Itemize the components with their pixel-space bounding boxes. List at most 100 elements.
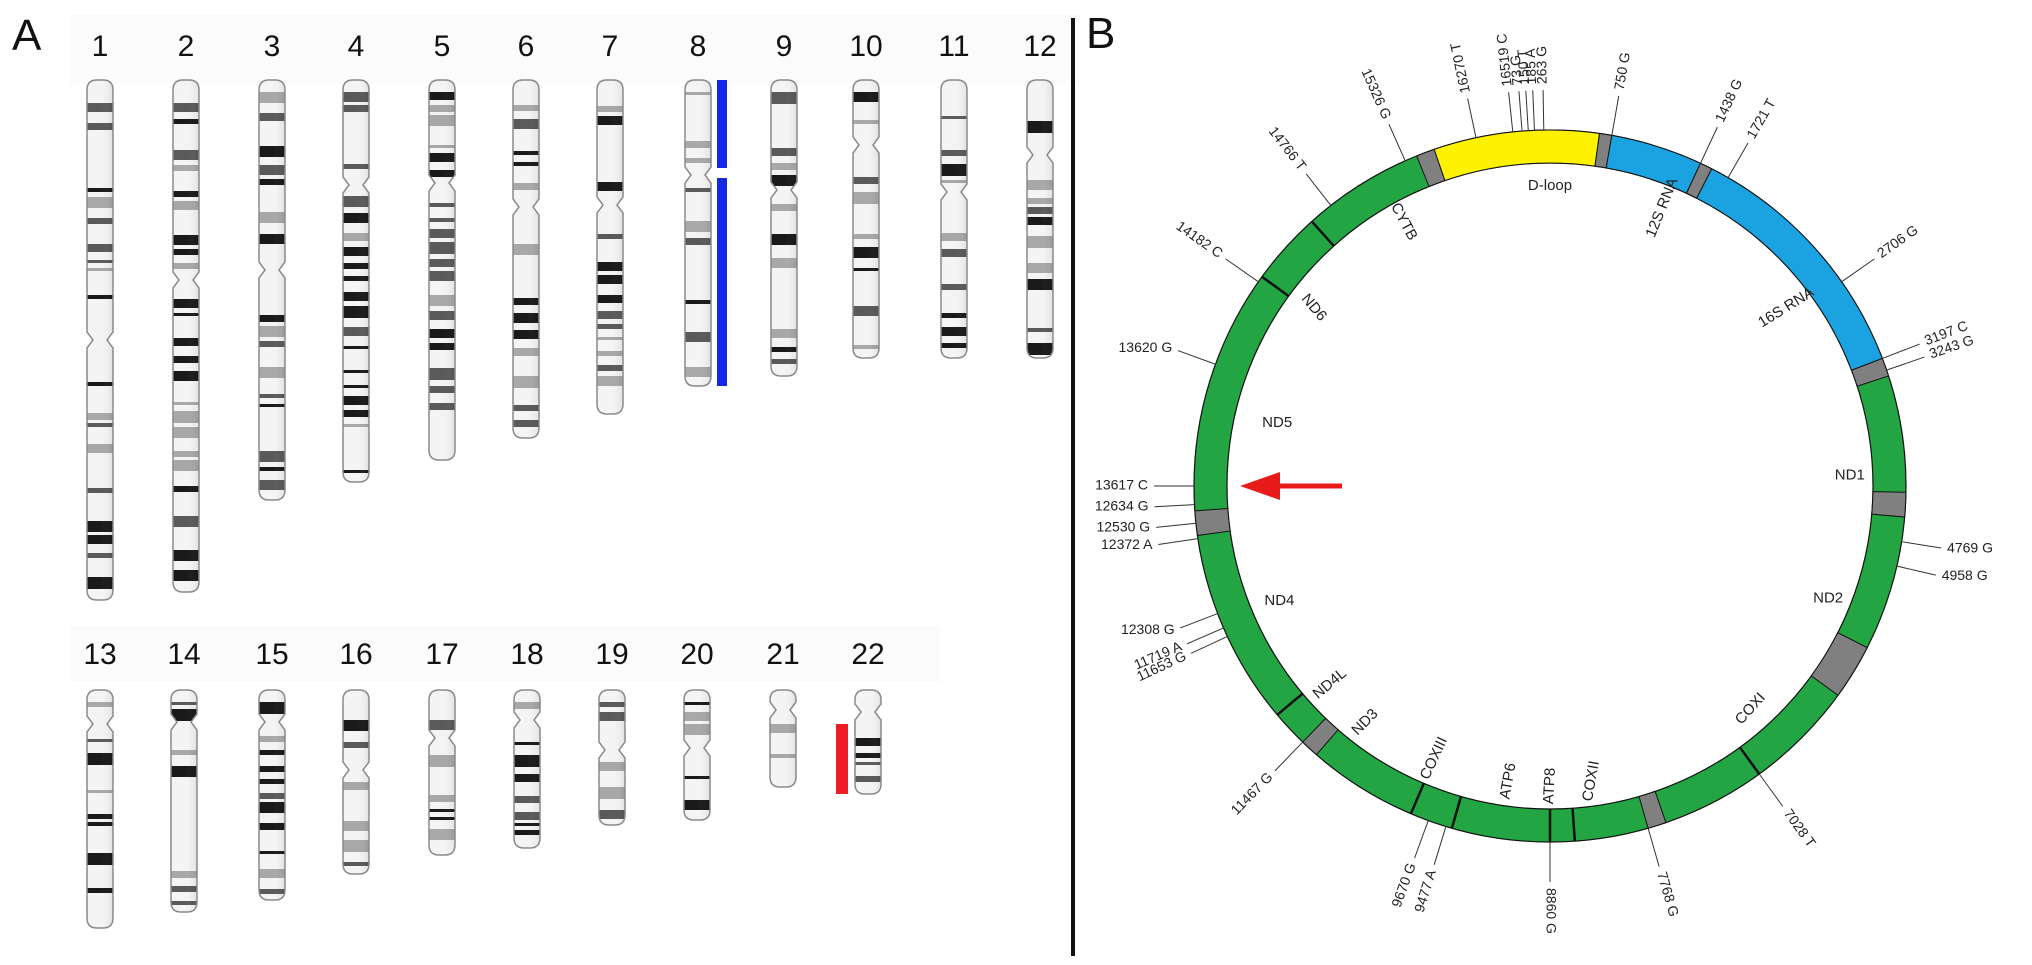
variant-leader (1433, 826, 1447, 865)
mito-segment-label: COXI (1732, 689, 1769, 728)
chromosome-number: 10 (849, 30, 882, 63)
chromosome-6: 6 (512, 30, 540, 439)
chromosome-number: 2 (178, 30, 195, 63)
variant-label: 12308 G (1121, 621, 1175, 637)
chromosome-5: 5 (428, 30, 456, 461)
mito-segment-label: ND1 (1835, 466, 1865, 483)
red-arrow-icon (1240, 472, 1342, 500)
trna-gap (1594, 132, 1613, 169)
chromosome-1: 1 (86, 30, 114, 601)
chromosome-15: 15 (255, 638, 289, 901)
mito-segment-12s-rna (1605, 134, 1702, 194)
variant-leader (1186, 627, 1224, 645)
variant-leader (1156, 522, 1197, 528)
chromosome-number: 5 (434, 30, 451, 63)
chromosome-number: 14 (167, 638, 200, 671)
variant-label: 8860 G (1543, 888, 1559, 934)
chromosome-number: 7 (602, 30, 619, 63)
chromosome-11: 11 (938, 30, 970, 359)
variant-label: 7028 T (1781, 806, 1820, 851)
variant-label: 750 G (1611, 51, 1633, 91)
variant-leader (1699, 126, 1718, 164)
variant-leader (1388, 124, 1406, 161)
variant-leader (1611, 95, 1620, 136)
variant-leader (1532, 90, 1535, 131)
variant-leader (1177, 350, 1216, 365)
variant-leader (1901, 541, 1942, 549)
trna-gap (1638, 790, 1667, 829)
variant-label: 185 A (1522, 48, 1540, 85)
variant-leader (1180, 613, 1218, 629)
variant-label: 12372 A (1101, 536, 1153, 552)
chromosome-number: 11 (938, 30, 969, 63)
mito-segment-label: COXIII (1417, 734, 1451, 782)
variant-label: 7768 G (1654, 870, 1682, 919)
variant-leader (1414, 820, 1429, 859)
chromosome-number: 19 (595, 638, 628, 671)
cnv-marker-chr22-whole (836, 724, 848, 794)
variant-label: 73 G (1507, 54, 1525, 86)
panel-divider (1071, 18, 1075, 956)
gene-boundary (1310, 220, 1335, 247)
chromosome-number-strip (70, 14, 1080, 84)
variant-leader (1305, 173, 1332, 206)
variant-leader (1727, 142, 1749, 178)
gene-boundary (1276, 692, 1304, 716)
mito-segment-label: ND4L (1310, 665, 1350, 703)
panel-label-b: B (1086, 9, 1115, 58)
trna-gap (1850, 357, 1890, 387)
panel-label-a: A (12, 11, 42, 60)
mito-segment-label: ND3 (1348, 705, 1381, 738)
mito-segment-label: ND6 (1298, 291, 1330, 325)
trna-gap (1194, 507, 1231, 537)
trna-gap (1871, 491, 1907, 518)
variant-label: 16270 T (1447, 41, 1473, 95)
mito-segment-label: ATP6 (1496, 762, 1519, 801)
variant-label: 16519 C (1493, 33, 1514, 87)
chromosome-16: 16 (339, 638, 373, 875)
gene-boundary (1738, 746, 1761, 775)
chromosome-number: 4 (348, 30, 365, 63)
mito-segment-label: COXII (1579, 759, 1603, 802)
chromosome-9: 9 (770, 30, 798, 377)
trna-gap (1685, 162, 1713, 199)
chromosome-number: 13 (83, 638, 116, 671)
chromosome-14: 14 (167, 638, 201, 913)
gene-boundary (1261, 275, 1290, 298)
chromosome-number: 8 (690, 30, 707, 63)
mito-segment-label: 12S RNA (1642, 175, 1681, 239)
variant-label: 15326 G (1359, 66, 1395, 122)
chromosome-number: 21 (766, 638, 799, 671)
chromosome-number: 1 (92, 30, 109, 63)
variant-leader (1886, 356, 1925, 371)
variant-leader (1190, 635, 1228, 654)
variant-leader (1274, 741, 1304, 772)
chromosome-number: 12 (1023, 30, 1056, 63)
chromosome-3: 3 (258, 30, 286, 501)
gene-boundary (1409, 782, 1425, 815)
variant-label: 11467 G (1227, 769, 1275, 818)
variant-leader (1158, 538, 1198, 546)
trna-gap (1301, 717, 1339, 756)
variant-leader (1508, 92, 1514, 133)
variant-label: 263 G (1533, 46, 1550, 84)
variant-leader (1647, 828, 1660, 867)
chromosome-18: 18 (510, 638, 544, 849)
variant-leader (1882, 343, 1920, 359)
mito-segment-label: 16S RNA (1755, 284, 1817, 332)
mito-ring (1193, 129, 1907, 843)
mito-segment-label: ATP8 (1540, 767, 1559, 804)
chromosome-21: 21 (766, 638, 800, 788)
variant-label: 1721 T (1743, 95, 1779, 141)
chromosome-2: 2 (172, 30, 200, 593)
variant-label: 12634 G (1095, 498, 1149, 514)
variant-leader (1542, 90, 1545, 131)
chromosome-number: 22 (851, 638, 884, 671)
variant-label: 4769 G (1947, 540, 1993, 556)
variant-label: 12530 G (1096, 519, 1150, 535)
chromosome-number-strip-lower (70, 626, 940, 682)
variant-label: 2706 G (1874, 221, 1921, 260)
gene-boundary (1450, 796, 1463, 829)
